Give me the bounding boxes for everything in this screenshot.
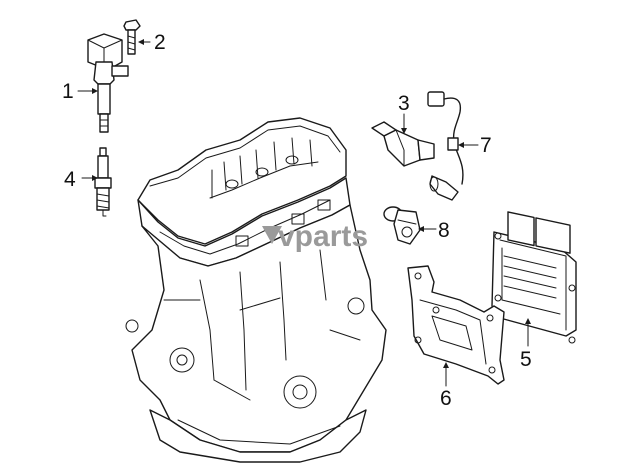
bolt: [123, 19, 141, 55]
leader-lines: [77, 39, 531, 387]
ecu-bracket: [407, 265, 505, 385]
sensor-7: [427, 91, 464, 201]
callout-6: 6: [440, 387, 452, 410]
callout-1: 1: [62, 80, 74, 103]
sensor-8: [383, 206, 421, 245]
callout-2: 2: [154, 31, 166, 54]
ignition-coil: [87, 33, 129, 133]
watermark-text: vparts: [278, 220, 368, 253]
callout-7: 7: [480, 134, 492, 157]
engine-block: [125, 117, 387, 463]
watermark-logo: vparts: [262, 220, 368, 253]
callout-3: 3: [398, 92, 410, 115]
callout-4: 4: [64, 168, 76, 191]
ecu-module: [491, 211, 577, 344]
spark-plug: [94, 147, 112, 217]
callout-8: 8: [438, 219, 450, 242]
watermark-mark-icon: [262, 226, 282, 244]
sensor-3: [371, 121, 435, 167]
callout-5: 5: [520, 348, 532, 371]
